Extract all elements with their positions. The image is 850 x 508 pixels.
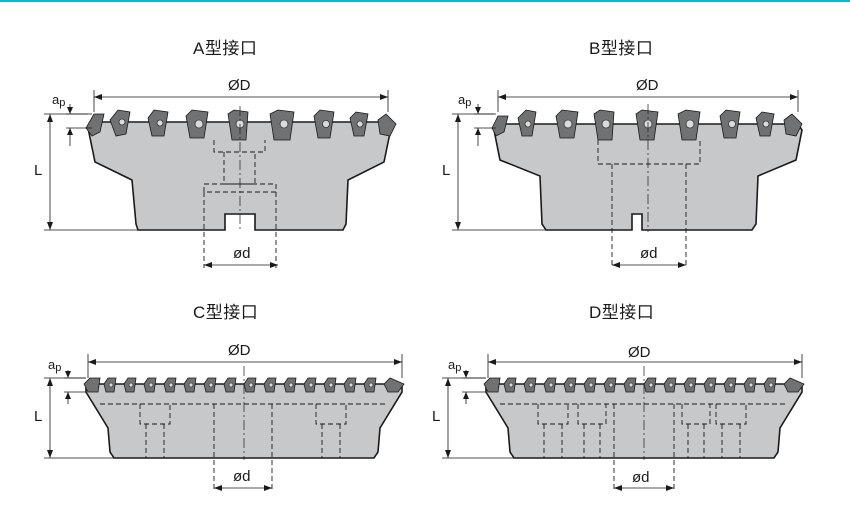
panel-c-diameter-D: ØD	[228, 342, 251, 359]
panel-a-diameter-D: ØD	[228, 77, 251, 94]
panel-a-ap: ap	[52, 92, 66, 109]
cutter-body-a	[87, 121, 392, 231]
panel-d-length-L: L	[432, 408, 441, 425]
insert-row-a	[85, 109, 397, 141]
panel-c-diameter-d: ød	[233, 468, 251, 485]
panel-d-ap: ap	[448, 357, 462, 374]
panel-b-length-L: L	[442, 162, 451, 179]
panel-b-diameter-D: ØD	[636, 77, 659, 94]
panel-b-diameter-d: ød	[640, 245, 658, 262]
top-accent-rule	[0, 0, 850, 2]
insert-row-d	[483, 377, 805, 393]
panel-d-title: D型接口	[589, 303, 655, 322]
insert-row-c	[83, 377, 405, 393]
panel-c-title: C型接口	[193, 303, 259, 322]
insert-row-b	[491, 109, 803, 141]
panel-a-length-L: L	[34, 162, 43, 179]
panel-b-title: B型接口	[589, 39, 654, 58]
panel-a-diameter-d: ød	[233, 245, 251, 262]
panel-c-ap: ap	[48, 357, 62, 374]
panel-a-title: A型接口	[193, 39, 258, 58]
panel-b-ap: ap	[458, 92, 472, 109]
panel-d-diameter-D: ØD	[628, 344, 651, 361]
panel-c-length-L: L	[34, 408, 43, 425]
panel-d-diameter-d: ød	[632, 469, 650, 486]
